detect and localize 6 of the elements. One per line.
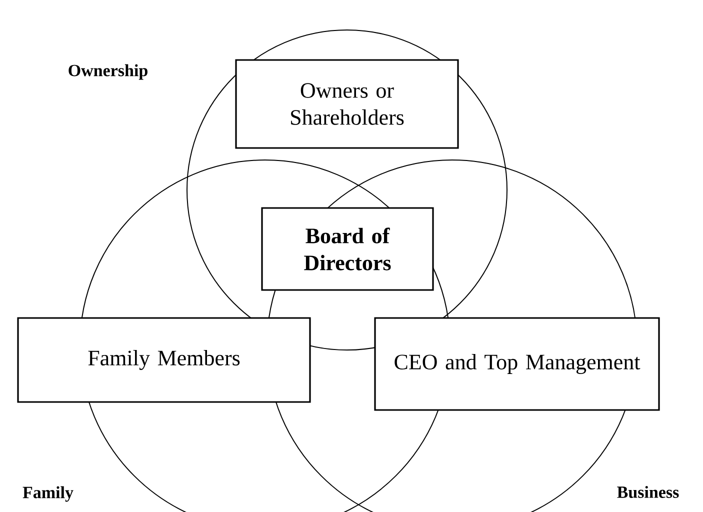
role-box: Family Members	[17, 317, 311, 403]
circle-label: Family	[22, 486, 74, 502]
circle-label: Business	[617, 486, 679, 498]
role-box: CEO and Top Management	[374, 317, 660, 411]
circle-label: Ownership	[68, 64, 148, 80]
role-box: Board of Directors	[261, 207, 434, 291]
